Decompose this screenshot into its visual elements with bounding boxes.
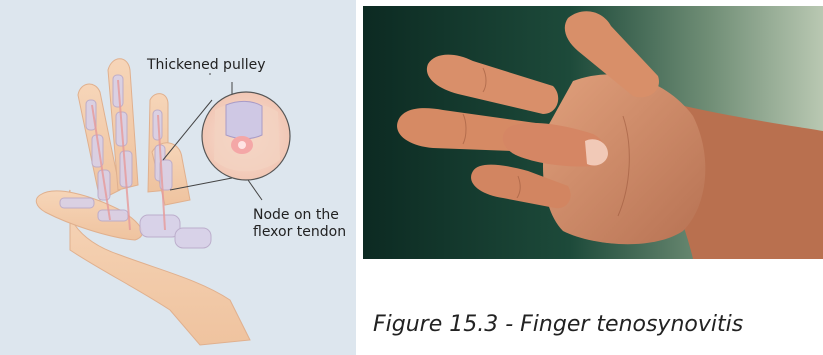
trigger-finger-photo xyxy=(363,6,823,259)
label-node-line2: flexor tendon xyxy=(253,224,353,241)
label-node-on-flexor-tendon: Node on the flexor tendon xyxy=(253,207,353,241)
figure-caption: Figure 15.3 - Finger tenosynovitis xyxy=(373,312,743,337)
hand-anatomy-illustration: Thickened pulley Node on the flexor tend… xyxy=(0,0,356,355)
hand-skeleton-drawing xyxy=(0,0,356,355)
label-thickened-pulley: Thickened pulley xyxy=(147,57,266,74)
hand-photo-drawing xyxy=(363,6,823,259)
label-node-line1: Node on the xyxy=(253,207,353,224)
